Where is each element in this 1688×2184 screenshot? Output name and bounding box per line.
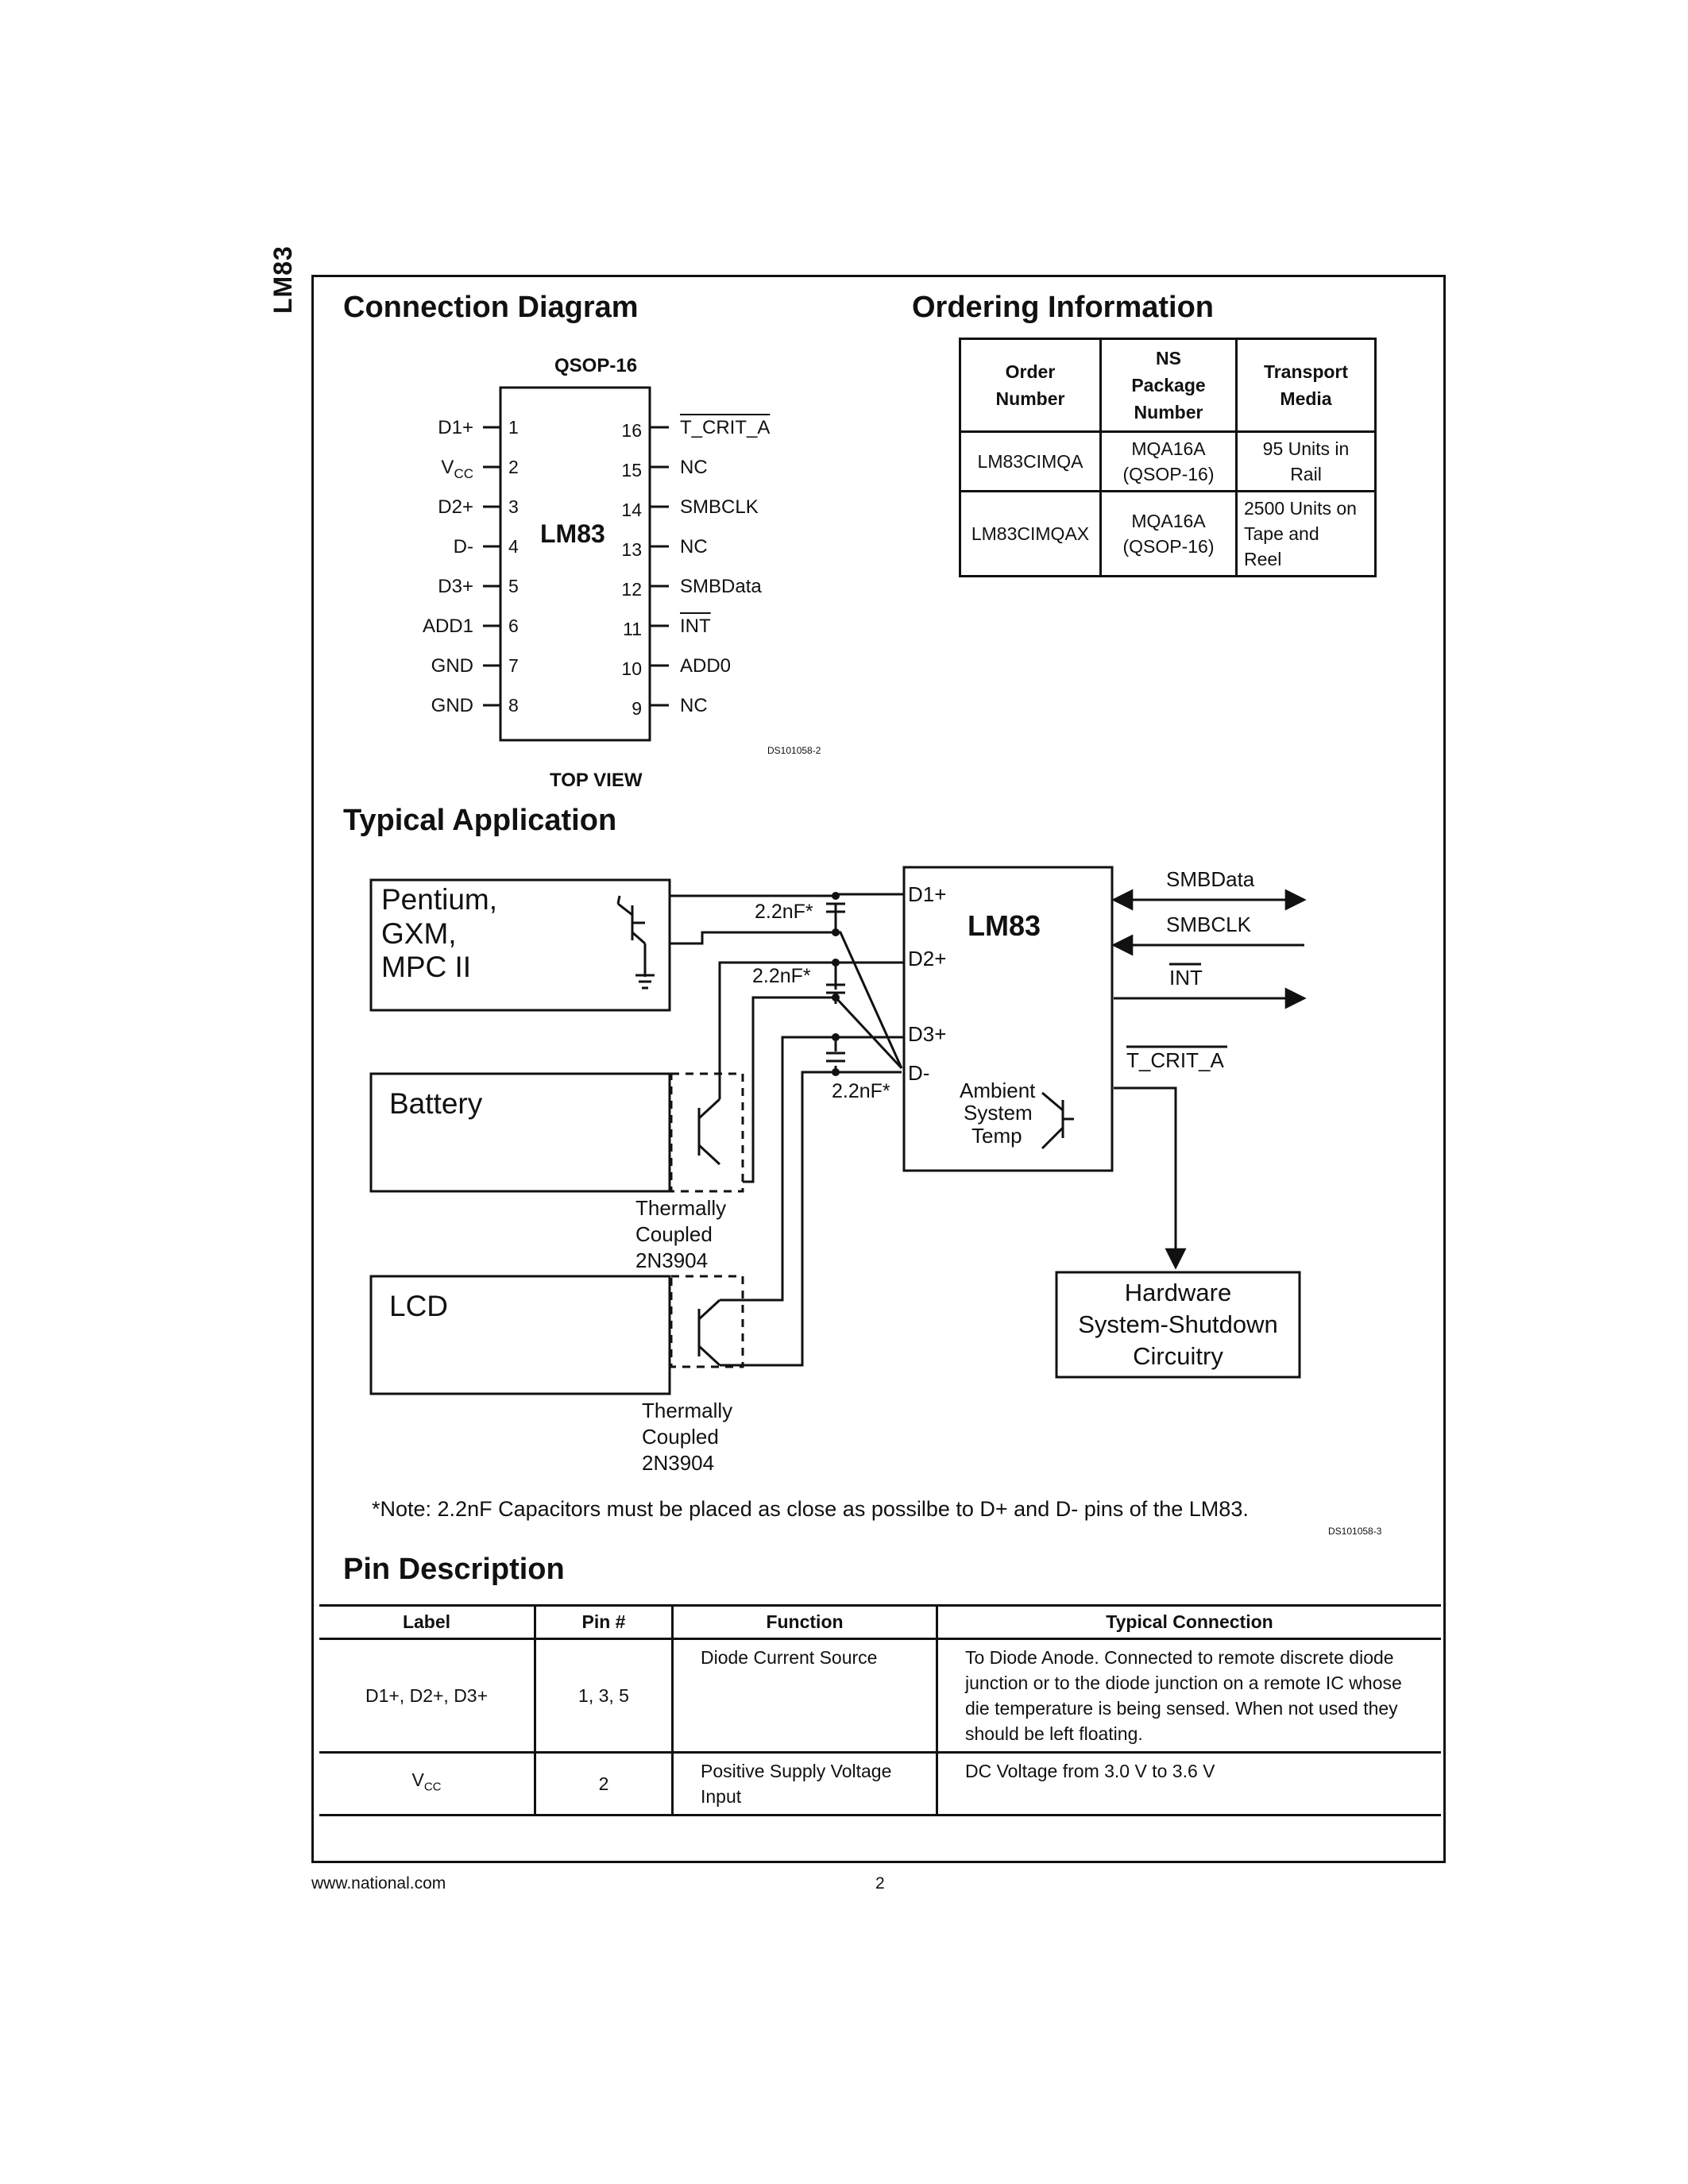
pin-connection-cell: DC Voltage from 3.0 V to 3.6 V: [936, 1752, 1441, 1816]
order-number-header: Order Number: [959, 338, 1102, 433]
pin-number-cell: 1, 3, 5: [534, 1638, 673, 1754]
pin-number-cell: 2: [534, 1752, 673, 1816]
table-row: VCC 2 Positive Supply Voltage Input DC V…: [319, 1752, 1441, 1816]
transport-media-header: Transport Media: [1235, 338, 1377, 433]
ordering-row: LM83CIMQA MQA16A (QSOP-16) 95 Units in R…: [959, 430, 1377, 492]
pin-connection-cell: To Diode Anode. Connected to remote disc…: [936, 1638, 1441, 1754]
ordering-information-title: Ordering Information: [912, 291, 1214, 324]
footer-website: www.national.com: [311, 1874, 446, 1893]
ordering-table: Order Number NS Package Number Transport…: [959, 338, 1377, 577]
package-cell: MQA16A (QSOP-16): [1099, 490, 1238, 577]
page-frame: [311, 275, 1446, 1863]
connection-diagram-title: Connection Diagram: [343, 291, 639, 324]
package-number-header: NS Package Number: [1099, 338, 1238, 433]
pin-description-table: Label Pin # Function Typical Connection …: [319, 1604, 1441, 1816]
ordering-header-row: Order Number NS Package Number Transport…: [959, 338, 1377, 433]
table-row: D1+, D2+, D3+ 1, 3, 5 Diode Current Sour…: [319, 1638, 1441, 1754]
pin-function-cell: Positive Supply Voltage Input: [671, 1752, 937, 1816]
ordering-row: LM83CIMQAX MQA16A (QSOP-16) 2500 Units o…: [959, 490, 1377, 577]
pin-description-title: Pin Description: [343, 1553, 565, 1586]
pin-function-cell: Diode Current Source: [671, 1638, 937, 1754]
connection-column-header: Typical Connection: [936, 1604, 1441, 1640]
order-number-cell: LM83CIMQA: [959, 430, 1102, 492]
media-cell: 2500 Units on Tape and Reel: [1235, 490, 1377, 577]
pin-label-cell: VCC: [319, 1752, 535, 1816]
package-cell: MQA16A (QSOP-16): [1099, 430, 1238, 492]
footer-page-number: 2: [875, 1874, 885, 1893]
media-cell: 95 Units in Rail: [1235, 430, 1377, 492]
pin-label-cell: D1+, D2+, D3+: [319, 1638, 535, 1754]
order-number-cell: LM83CIMQAX: [959, 490, 1102, 577]
side-product-label: LM83: [268, 245, 297, 314]
pin-table-header-row: Label Pin # Function Typical Connection: [319, 1604, 1441, 1640]
label-column-header: Label: [319, 1604, 535, 1640]
typical-application-title: Typical Application: [343, 804, 617, 837]
pin-column-header: Pin #: [534, 1604, 673, 1640]
capacitor-placement-note: *Note: 2.2nF Capacitors must be placed a…: [372, 1497, 1249, 1521]
function-column-header: Function: [671, 1604, 937, 1640]
